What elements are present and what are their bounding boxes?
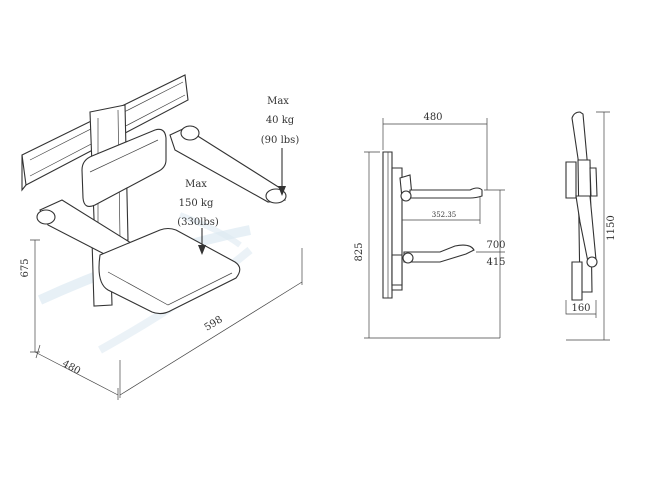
dim-iso-height: 675 bbox=[20, 258, 31, 277]
iso-dimension-lines bbox=[30, 239, 303, 400]
side-view bbox=[565, 111, 598, 301]
seat-load-lbs: (330lbs) bbox=[177, 217, 219, 228]
dim-front-lower: 415 bbox=[486, 257, 505, 268]
front-dimension-lines bbox=[364, 118, 505, 339]
isometric-seat-view bbox=[21, 74, 287, 315]
side-dimension-lines bbox=[565, 111, 610, 341]
seat-load-kg: 150 kg bbox=[179, 198, 214, 209]
front-view bbox=[382, 151, 483, 299]
dim-iso-depth: 480 bbox=[60, 358, 82, 377]
backrest-load-kg: 40 kg bbox=[266, 115, 295, 126]
dim-side-bottom: 160 bbox=[571, 303, 590, 314]
dim-iso-width: 598 bbox=[203, 314, 225, 333]
dim-front-inner: 352.35 bbox=[432, 211, 457, 219]
backrest-load-max: Max bbox=[267, 96, 289, 107]
dim-front-height: 825 bbox=[354, 242, 365, 261]
seat-load-max: Max bbox=[185, 179, 207, 190]
dim-front-upper: 700 bbox=[486, 240, 505, 251]
dim-side-height: 1150 bbox=[606, 215, 617, 240]
dim-front-width: 480 bbox=[423, 112, 442, 123]
backrest-load-lbs: (90 lbs) bbox=[261, 135, 300, 146]
